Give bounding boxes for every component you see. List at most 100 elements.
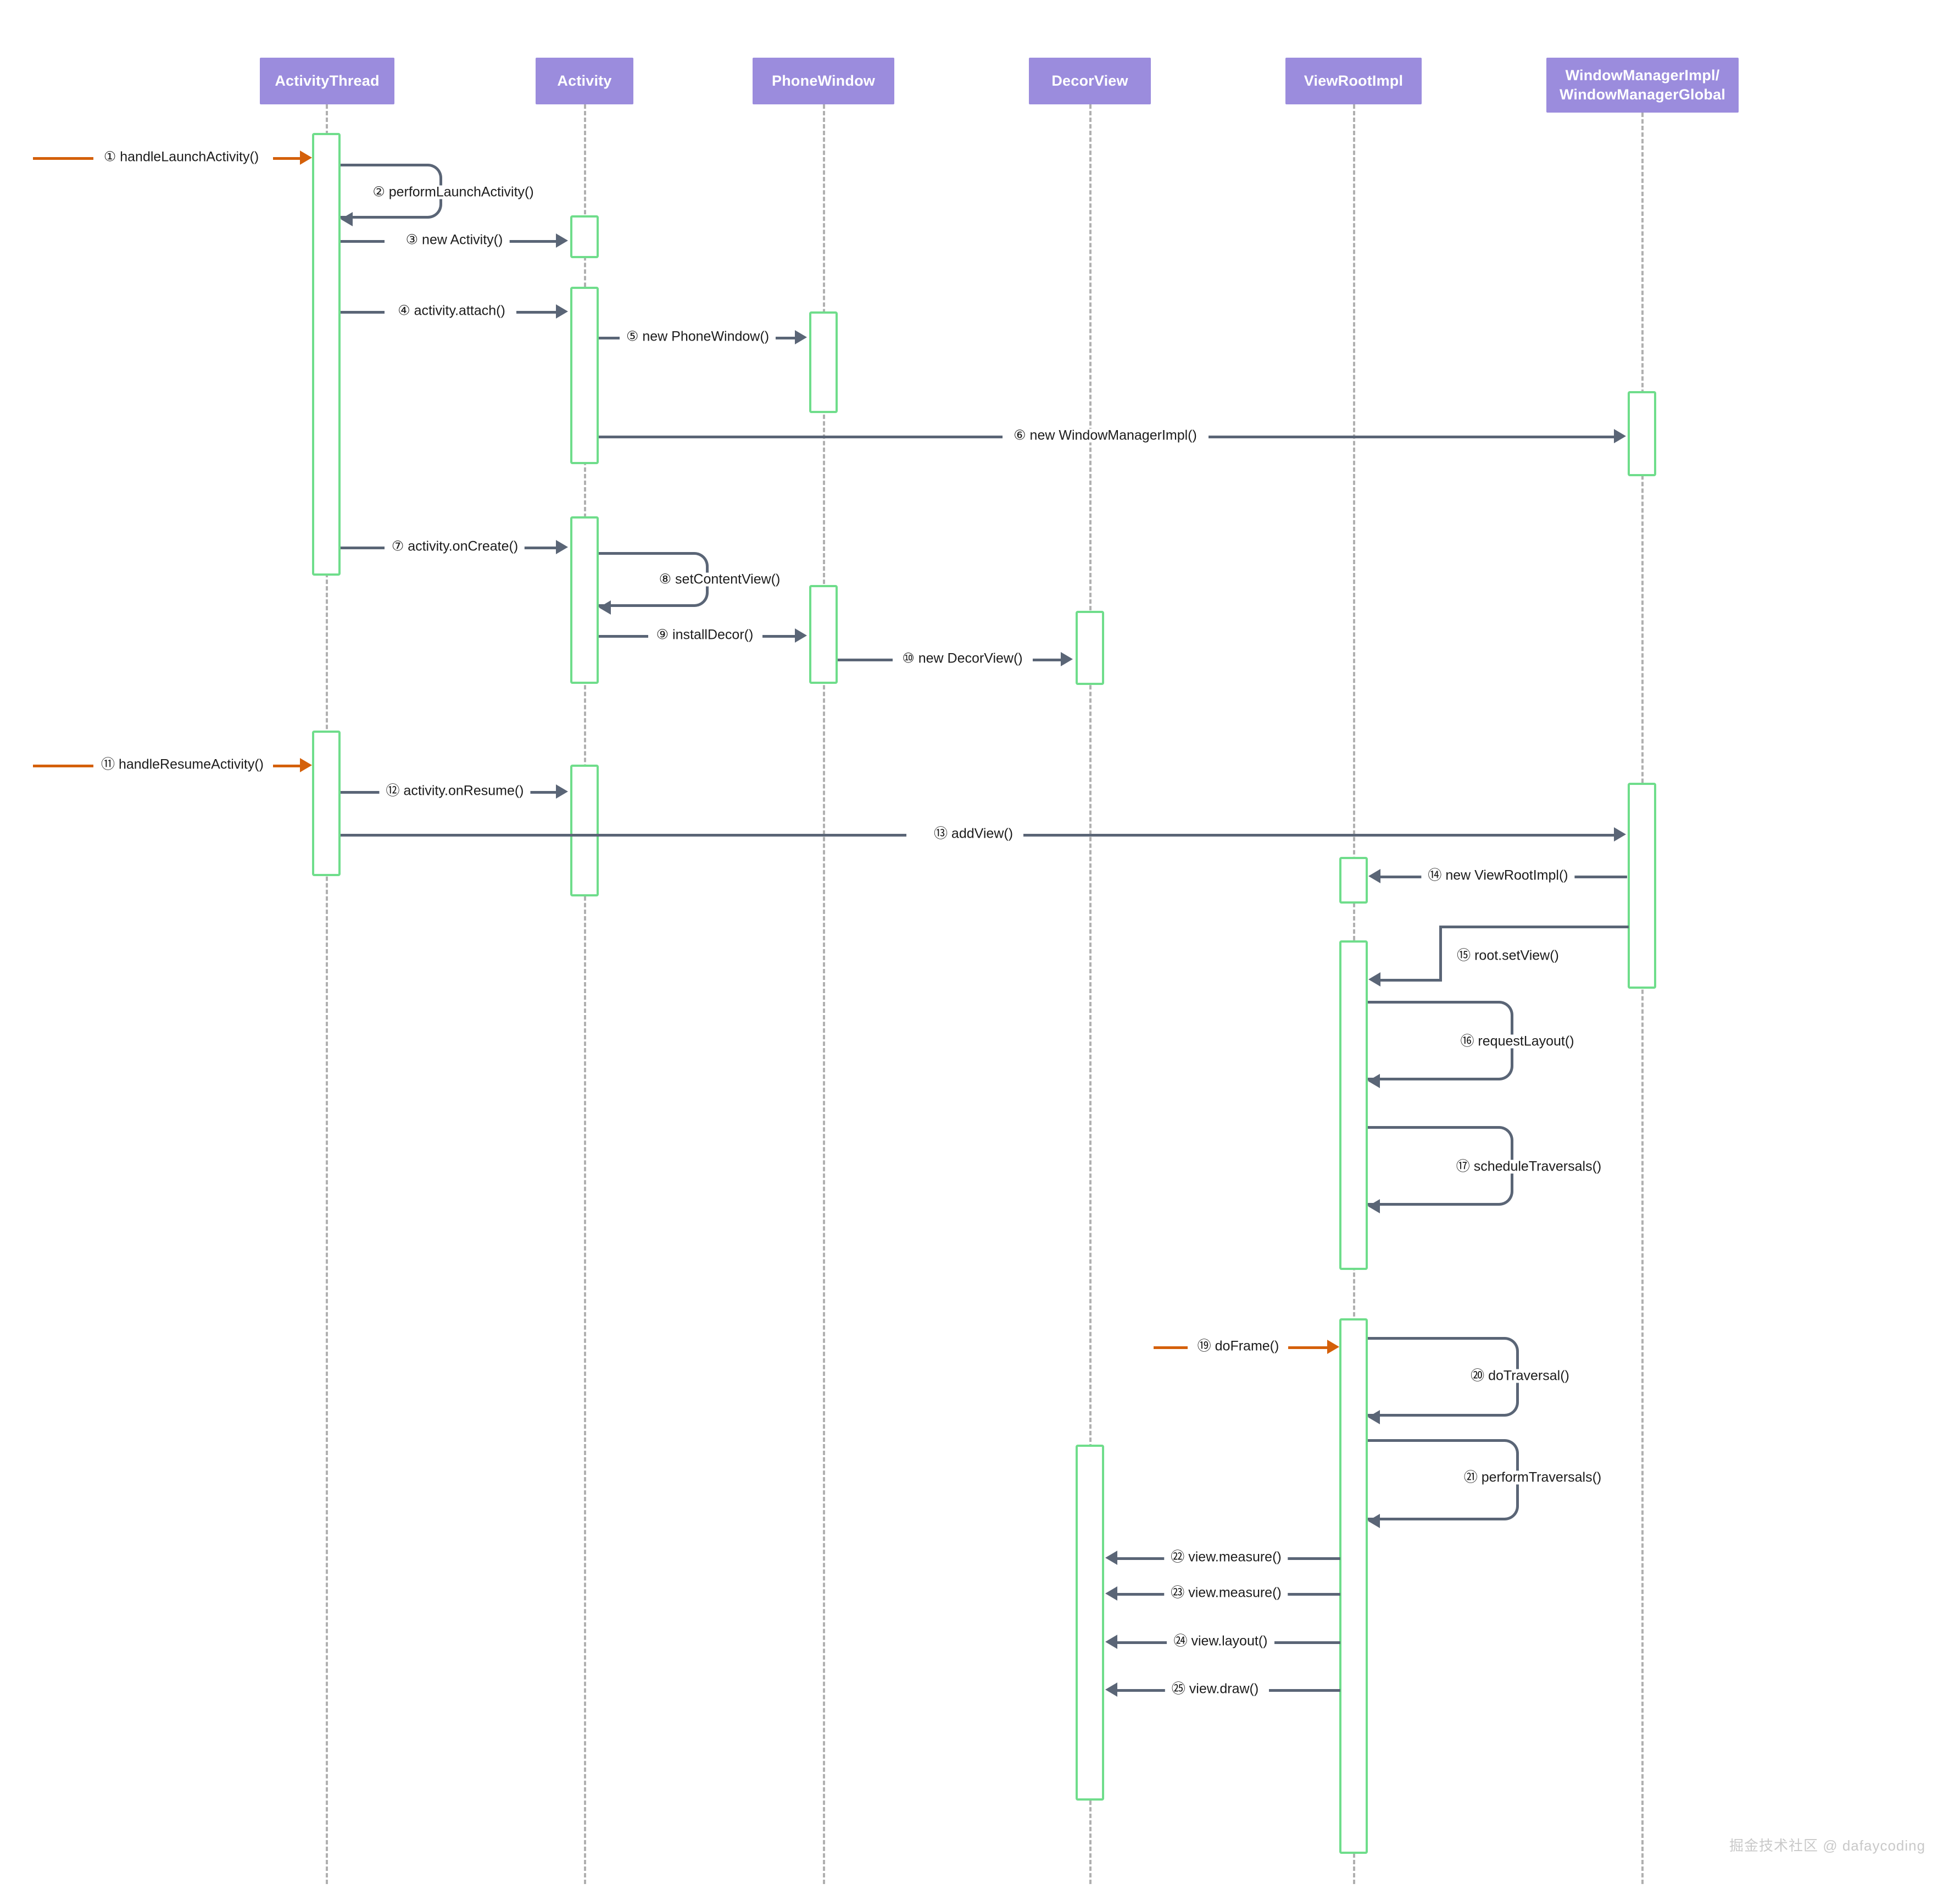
message-text: installDecor() xyxy=(672,627,754,643)
message-label-10: ⑩ new DecorView() xyxy=(895,650,1029,666)
message-line-3 xyxy=(341,240,385,243)
message-label-19: ⑲ doFrame() xyxy=(1190,1338,1286,1354)
message-label-17: ⑰ scheduleTraversals() xyxy=(1449,1158,1608,1174)
message-line-11b xyxy=(273,765,300,767)
message-num: ㉕ xyxy=(1171,1681,1185,1697)
message-num: ① xyxy=(103,149,116,165)
message-num: ⑳ xyxy=(1471,1368,1485,1384)
arrowhead-13 xyxy=(1614,827,1626,842)
arrowhead-11 xyxy=(300,758,312,772)
message-num: ⑩ xyxy=(902,650,915,666)
message-label-25: ㉕ view.draw() xyxy=(1165,1681,1266,1697)
message-text: doTraversal() xyxy=(1488,1368,1569,1384)
message-line-13 xyxy=(341,834,906,837)
message-num: ⑦ xyxy=(391,538,404,554)
message-text: requestLayout() xyxy=(1478,1033,1574,1049)
message-line-12b xyxy=(522,791,556,794)
activation-activity-attach xyxy=(570,287,599,464)
message-text: new ViewRootImpl() xyxy=(1445,867,1568,883)
message-line-5 xyxy=(599,337,627,339)
activation-phonewindow-new xyxy=(809,311,838,413)
message-text: activity.attach() xyxy=(414,303,505,319)
arrowhead-4 xyxy=(556,304,568,319)
activation-activitythread-resume xyxy=(312,731,341,876)
message-num: ⑲ xyxy=(1197,1338,1211,1354)
activation-activity-new xyxy=(570,215,599,258)
message-num: ㉑ xyxy=(1463,1469,1478,1485)
message-num: ⑬ xyxy=(933,826,948,842)
message-label-6: ⑥ new WindowManagerImpl() xyxy=(1007,427,1204,443)
participant-decorview[interactable]: DecorView xyxy=(1029,58,1151,104)
message-label-12: ⑫ activity.onResume() xyxy=(379,783,531,799)
participant-windowmanager[interactable]: WindowManagerImpl/ WindowManagerGlobal xyxy=(1546,58,1739,113)
arrowhead-14 xyxy=(1368,869,1380,883)
message-text: performTraversals() xyxy=(1481,1469,1602,1485)
message-label-14: ⑭ new ViewRootImpl() xyxy=(1421,867,1575,883)
arrowhead-8 xyxy=(599,600,611,615)
arrowhead-24 xyxy=(1105,1635,1117,1649)
lifeline-windowmanager xyxy=(1641,113,1644,1884)
message-line-15-vertical xyxy=(1439,926,1442,980)
arrowhead-25 xyxy=(1105,1682,1117,1697)
message-label-4: ④ activity.attach() xyxy=(391,304,512,318)
lifeline-activitythread xyxy=(326,104,328,1884)
participant-activitythread[interactable]: ActivityThread xyxy=(260,58,394,104)
message-line-24b xyxy=(1274,1641,1340,1644)
message-line-14b xyxy=(1567,876,1627,878)
message-num: ⑨ xyxy=(656,627,669,643)
message-line-12 xyxy=(341,791,385,794)
message-line-7 xyxy=(341,547,385,549)
arrowhead-22 xyxy=(1105,1551,1117,1565)
message-num: ⑧ xyxy=(659,571,672,587)
arrowhead-3 xyxy=(556,233,568,248)
watermark: 掘金技术社区 @ dafaycoding xyxy=(1729,1837,1926,1854)
participant-label-line2: WindowManagerGlobal xyxy=(1559,86,1726,103)
message-text: new PhoneWindow() xyxy=(642,328,770,344)
arrowhead-19 xyxy=(1327,1340,1339,1354)
message-num: ② xyxy=(372,184,385,200)
participant-label: ViewRootImpl xyxy=(1304,73,1404,90)
message-num: ⑥ xyxy=(1014,427,1026,443)
message-num: ㉓ xyxy=(1171,1585,1185,1601)
message-num: ⑮ xyxy=(1457,948,1471,963)
message-num: ㉔ xyxy=(1173,1633,1188,1649)
message-line-23b xyxy=(1285,1593,1340,1596)
participant-phonewindow[interactable]: PhoneWindow xyxy=(753,58,894,104)
participant-label: ActivityThread xyxy=(275,73,380,90)
message-line-6b xyxy=(1209,436,1615,438)
participant-activity[interactable]: Activity xyxy=(536,58,633,104)
lifeline-decorview xyxy=(1089,104,1092,1884)
message-label-20: ⑳ doTraversal() xyxy=(1464,1369,1576,1383)
message-line-15-top xyxy=(1442,926,1629,928)
message-text: activity.onResume() xyxy=(403,783,524,799)
arrowhead-15 xyxy=(1368,972,1380,987)
message-num: ⑰ xyxy=(1456,1158,1470,1174)
message-text: addView() xyxy=(951,826,1014,842)
message-line-4b xyxy=(516,311,556,314)
message-line-11 xyxy=(33,765,93,767)
message-line-13b xyxy=(1023,834,1615,837)
participant-label-line1: WindowManagerImpl/ xyxy=(1565,67,1720,84)
message-num: ⑫ xyxy=(386,783,400,799)
arrowhead-12 xyxy=(556,784,568,799)
activation-decorview-new xyxy=(1076,611,1104,685)
message-label-8: ⑧ setContentView() xyxy=(652,571,787,587)
message-line-15-bottom xyxy=(1380,979,1442,982)
activation-windowmanager-new xyxy=(1628,391,1656,476)
message-label-24: ㉔ view.layout() xyxy=(1167,1633,1274,1649)
participant-viewrootimpl[interactable]: ViewRootImpl xyxy=(1285,58,1422,104)
activation-activity-oncreate xyxy=(570,516,599,684)
message-label-7: ⑦ activity.onCreate() xyxy=(385,538,525,554)
message-label-16: ⑯ requestLayout() xyxy=(1454,1033,1581,1049)
message-line-25 xyxy=(1117,1689,1167,1692)
message-label-22: ㉒ view.measure() xyxy=(1164,1550,1288,1564)
message-line-24 xyxy=(1117,1641,1167,1644)
activation-activity-onresume xyxy=(570,765,599,896)
message-text: new DecorView() xyxy=(918,650,1023,666)
activation-viewrootimpl-doframe xyxy=(1339,1318,1368,1854)
participant-label: PhoneWindow xyxy=(772,73,875,90)
message-text: activity.onCreate() xyxy=(408,538,519,554)
message-line-9b xyxy=(762,635,795,638)
message-line-22 xyxy=(1117,1557,1167,1560)
